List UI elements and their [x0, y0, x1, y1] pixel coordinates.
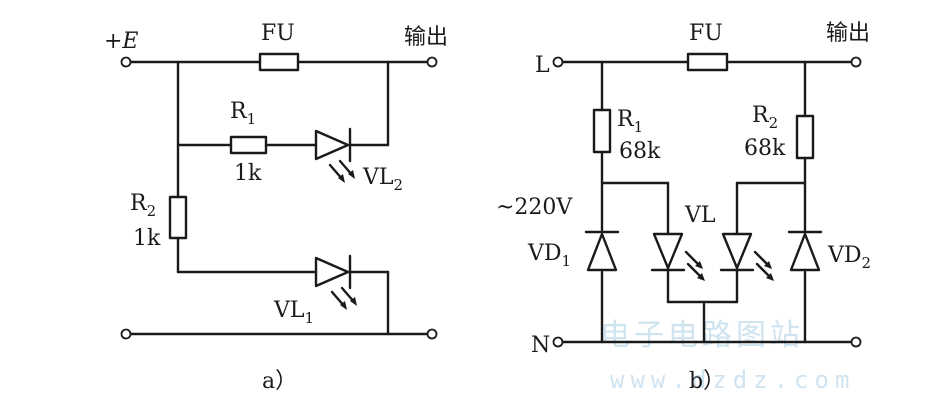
led-vl1 [314, 254, 357, 310]
diagram-b: L N FU 输出 R1 68k R2 68k ~220V VD1 VD2 VL… [496, 21, 871, 394]
led-vl2 [314, 127, 355, 183]
led-vl-right [719, 232, 774, 281]
terminal-n-right [850, 336, 862, 348]
terminal-plus-e [120, 56, 132, 68]
label-fuse-b: FU [689, 21, 723, 46]
label-r1-b-value: 68k [619, 139, 661, 164]
label-r2-a: R2 [130, 191, 156, 220]
label-vl2: VL2 [362, 165, 403, 194]
label-plus-e: +E [104, 29, 139, 54]
diagram-b-wires [560, 60, 854, 344]
resistor-r2-a [168, 195, 188, 240]
terminal-output-a [426, 56, 438, 68]
label-r1-b: R1 [617, 107, 643, 136]
terminal-ground-right-a [426, 328, 438, 340]
label-vd1: VD1 [527, 241, 571, 270]
label-r1-a: R1 [230, 99, 256, 128]
terminal-ground-left-a [120, 328, 132, 340]
label-vl: VL [684, 203, 716, 228]
caption-a: a） [262, 369, 297, 394]
fuse-a [258, 52, 300, 72]
led-vl-left [650, 232, 705, 281]
label-vd2: VD2 [827, 243, 871, 272]
terminal-output-b [850, 56, 862, 68]
label-r2-a-value: 1k [133, 226, 161, 251]
watermark-line1: 电子电路图站 [600, 318, 804, 353]
resistor-r2-b [795, 114, 815, 160]
terminal-l [552, 56, 564, 68]
caption-b: b） [689, 369, 725, 394]
terminal-n [552, 336, 564, 348]
label-fuse-a: FU [261, 21, 295, 46]
resistor-r1-a [229, 135, 268, 155]
label-n: N [531, 333, 550, 358]
label-voltage: ~220V [496, 195, 573, 220]
label-r2-b: R2 [752, 103, 778, 132]
label-vl1: VL1 [273, 298, 314, 327]
diagram-a: +E FU 输出 R1 1k R2 1k VL2 VL1 a） [104, 21, 448, 394]
watermark: 电子电路图站 www.dzdz.com [600, 318, 855, 394]
diagram-a-wires [129, 60, 430, 336]
label-output-a: 输出 [404, 25, 448, 50]
label-output-b: 输出 [826, 21, 870, 46]
label-r2-b-value: 68k [744, 136, 786, 161]
watermark-line2: www.dzdz.com [610, 366, 855, 394]
diode-vd1 [584, 230, 620, 272]
resistor-r1-b [592, 108, 612, 154]
diode-vd2 [787, 230, 823, 272]
fuse-b [686, 52, 729, 72]
label-l: L [535, 53, 550, 78]
label-r1-a-value: 1k [234, 161, 262, 186]
